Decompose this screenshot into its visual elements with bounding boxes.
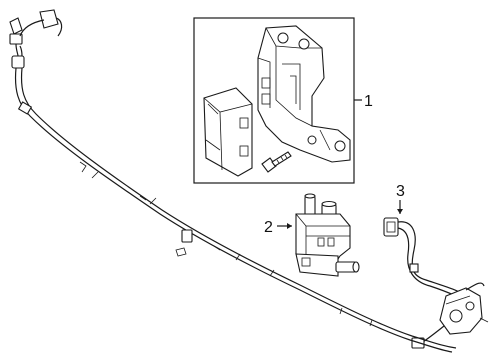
callout-1-label: 1 — [364, 93, 373, 110]
callout-3-arrowhead — [397, 209, 403, 214]
callout-3-label: 3 — [396, 183, 405, 200]
control-module — [203, 87, 253, 177]
callout-2-label: 2 — [264, 219, 273, 236]
bolt — [261, 151, 292, 173]
part-3-harness — [383, 217, 489, 349]
mounting-bracket — [257, 25, 351, 163]
main-wiring-harness — [9, 9, 457, 353]
callout-2-arrowhead — [287, 223, 292, 229]
part-2-sensor — [295, 193, 360, 277]
